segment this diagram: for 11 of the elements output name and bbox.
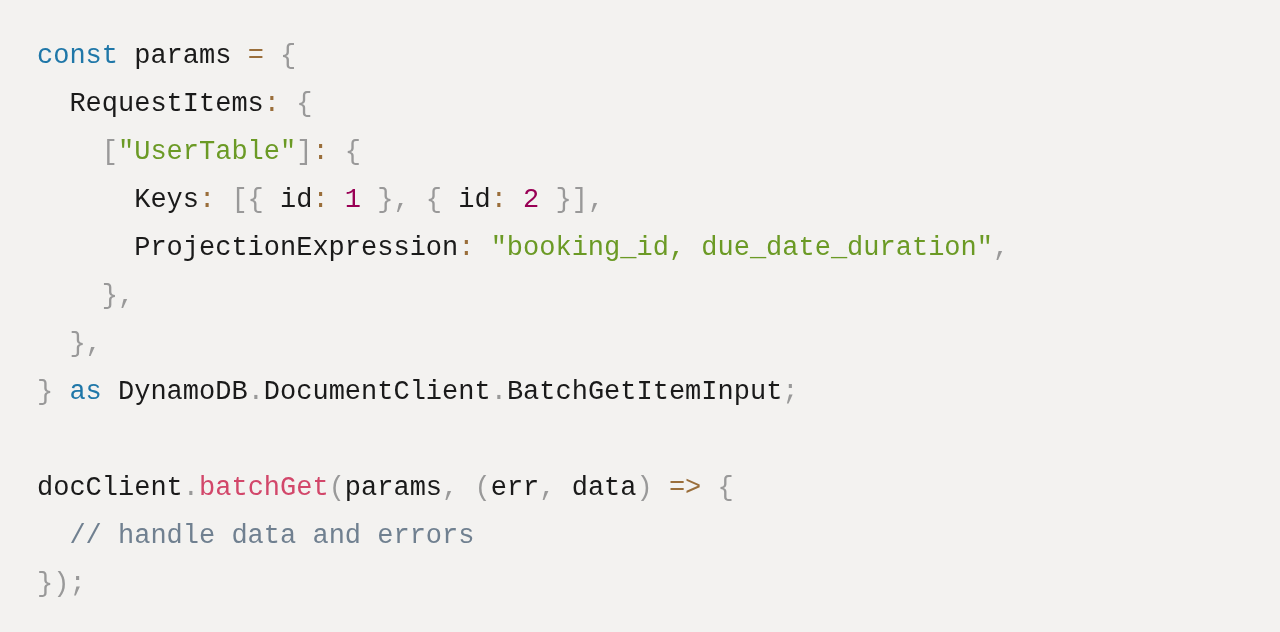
code-line: },	[69, 328, 102, 361]
code-line: },	[101, 280, 135, 313]
code-line: ProjectionExpression: "booking_id, due_date_duration",	[134, 232, 1010, 265]
code-line: // handle data and errors	[69, 520, 475, 553]
code-line: docClient.batchGet(params, (err, data) => {	[37, 472, 734, 505]
code-line: Keys: [{ id: 1 }, { id: 2 }],	[134, 184, 605, 217]
code-line: RequestItems: {	[69, 88, 313, 121]
code-line: } as DynamoDB.DocumentClient.BatchGetItemInput;	[37, 376, 799, 409]
code-line: ["UserTable"]: {	[101, 136, 362, 169]
code-line: });	[37, 568, 86, 601]
code-line: const params = {	[37, 40, 297, 73]
